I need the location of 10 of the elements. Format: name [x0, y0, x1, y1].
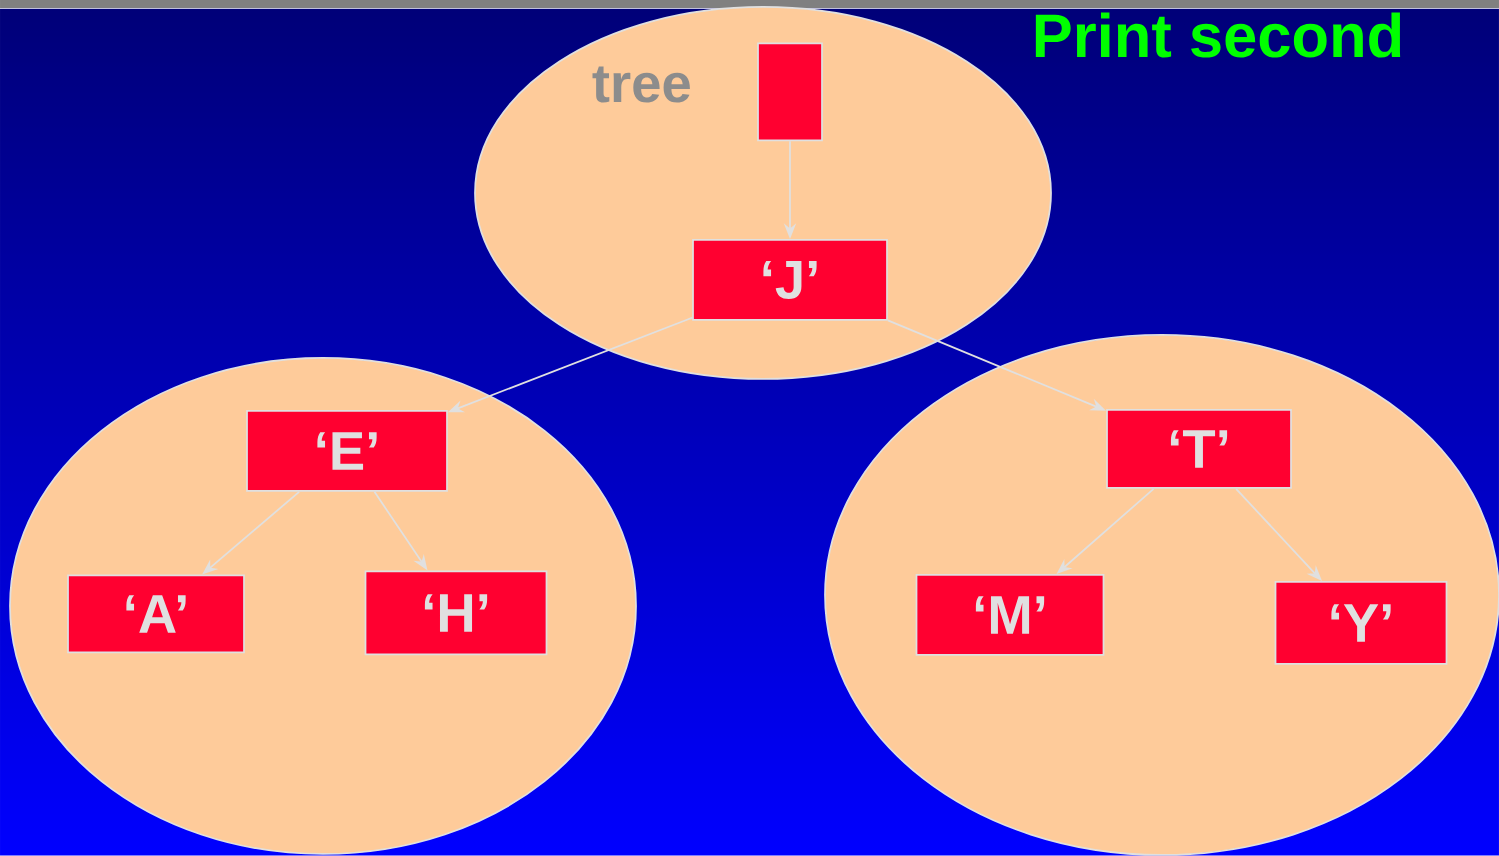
value-box: ‘A’: [67, 574, 245, 654]
value-box: ‘J’: [692, 239, 888, 321]
value-box: ‘M’: [915, 574, 1105, 656]
value-box: ‘T’: [1106, 409, 1292, 489]
value-box: ‘Y’: [1274, 581, 1448, 665]
variable-name: tree: [592, 66, 690, 103]
heading-label: Print second: [1035, 12, 1401, 58]
value-box: ‘H’: [364, 570, 548, 656]
pointer-box: [757, 42, 823, 142]
value-box: ‘E’: [246, 410, 448, 492]
